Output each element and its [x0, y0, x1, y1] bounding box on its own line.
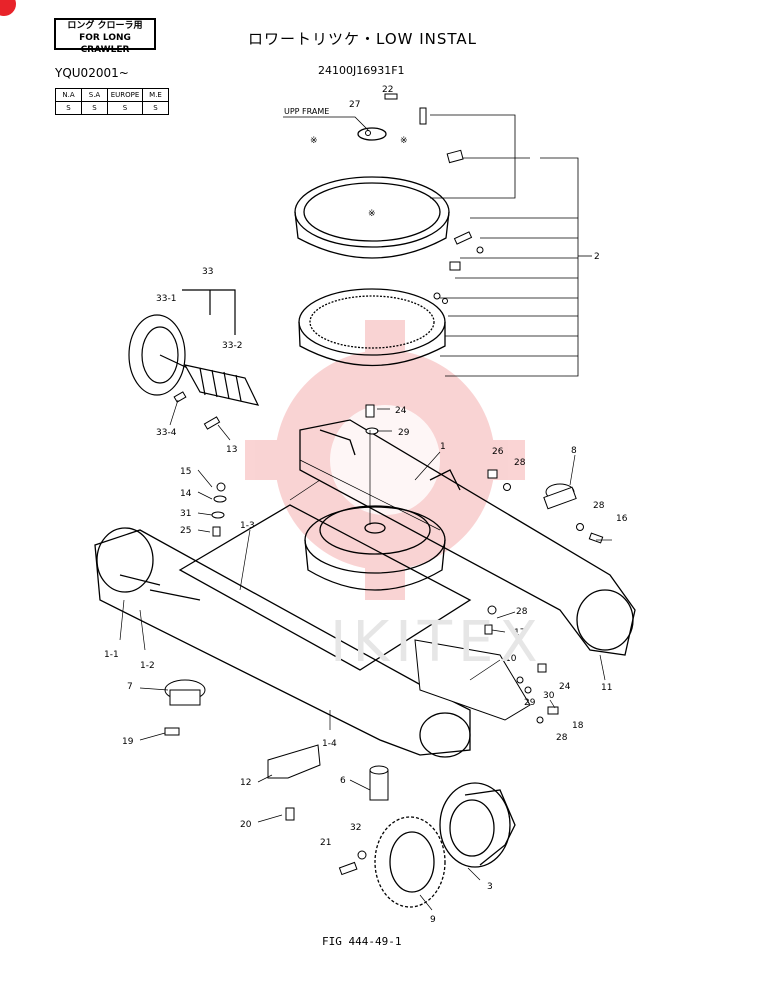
callout-7: 7	[127, 682, 133, 692]
watermark-text: IKITEX	[330, 610, 544, 675]
callout-33-4: 33-4	[156, 428, 177, 438]
region-header-sa: S.A	[81, 88, 108, 102]
callout-28-b: 28	[593, 501, 605, 511]
callout-31: 31	[180, 509, 191, 519]
region-table: N.A S.A EUROPE M.E S S S S	[55, 88, 169, 115]
callout-25: 25	[180, 526, 191, 536]
serial-range: YQU02001~	[55, 66, 129, 80]
callout-30: 30	[543, 691, 555, 701]
region-value-na: S	[55, 101, 82, 115]
asterisk-mark-2: ※	[400, 136, 408, 146]
callout-17: 17	[514, 628, 525, 638]
region-header-na: N.A	[55, 88, 82, 102]
callout-24: 24	[395, 406, 407, 416]
region-value-sa: S	[81, 101, 108, 115]
callout-2: 2	[594, 252, 600, 262]
callout-15: 15	[180, 467, 191, 477]
long-crawler-tag: ロング クローラ用 FOR LONG CRAWLER	[54, 18, 156, 55]
callout-28-d: 28	[556, 733, 568, 743]
callout-16: 16	[616, 514, 628, 524]
callout-18: 18	[572, 721, 584, 731]
upp-frame-label: UPP FRAME	[284, 107, 329, 116]
track-frame	[94, 419, 636, 758]
callout-33-1: 33-1	[156, 294, 176, 304]
callout-21: 21	[320, 838, 331, 848]
diagram-title: ロワートリツケ・LOW INSTAL	[248, 30, 478, 48]
callout-9: 9	[430, 915, 436, 925]
callout-19: 19	[122, 737, 134, 747]
callout-3: 3	[487, 882, 493, 892]
callout-1: 1	[440, 442, 446, 452]
asterisk-mark-3: ※	[368, 209, 376, 219]
callout-32: 32	[350, 823, 361, 833]
callout-26: 26	[492, 447, 504, 457]
callout-1-2: 1-2	[140, 661, 155, 671]
callout-1-4: 1-4	[322, 739, 337, 749]
track-roller	[164, 483, 577, 706]
slewing-gear-ring	[298, 288, 446, 367]
leader-lines	[119, 399, 612, 911]
callout-27: 27	[349, 100, 360, 110]
callout-24-b: 24	[559, 682, 571, 692]
callout-33: 33	[202, 267, 213, 277]
callout-29-b: 29	[524, 698, 536, 708]
small-hardware-top	[365, 93, 484, 304]
region-value-europe: S	[107, 101, 143, 115]
callout-1-1: 1-1	[104, 650, 119, 660]
region-value-me: S	[142, 101, 169, 115]
leader-lines-top	[283, 114, 592, 377]
callout-33-2: 33-2	[222, 341, 242, 351]
region-header-me: M.E	[142, 88, 169, 102]
callout-28-c: 28	[516, 607, 528, 617]
front-idler-assembly	[128, 289, 260, 406]
callout-20: 20	[240, 820, 252, 830]
corner-mark	[0, 0, 16, 16]
asterisk-mark-1: ※	[310, 136, 318, 146]
figure-caption: FIG 444-49-1	[322, 935, 402, 948]
callout-1-3: 1-3	[240, 521, 255, 531]
travel-motor-sprocket	[374, 782, 516, 908]
callout-6: 6	[340, 776, 346, 786]
callout-12: 12	[240, 778, 251, 788]
callout-10: 10	[505, 654, 517, 664]
callout-11: 11	[601, 683, 612, 693]
callout-22: 22	[382, 85, 393, 95]
track-guides	[267, 639, 531, 801]
callout-29: 29	[398, 428, 410, 438]
callout-8: 8	[571, 446, 577, 456]
slewing-bearing-outer	[294, 127, 450, 259]
callout-28-a: 28	[514, 458, 526, 468]
region-header-europe: EUROPE	[107, 88, 143, 102]
tag-line-english: FOR LONG CRAWLER	[79, 33, 131, 55]
small-hardware	[164, 404, 604, 876]
tag-line-japanese: ロング クローラ用	[67, 21, 143, 31]
callout-13: 13	[226, 445, 237, 455]
part-number: 24100J16931F1	[318, 64, 405, 77]
callout-14: 14	[180, 489, 192, 499]
